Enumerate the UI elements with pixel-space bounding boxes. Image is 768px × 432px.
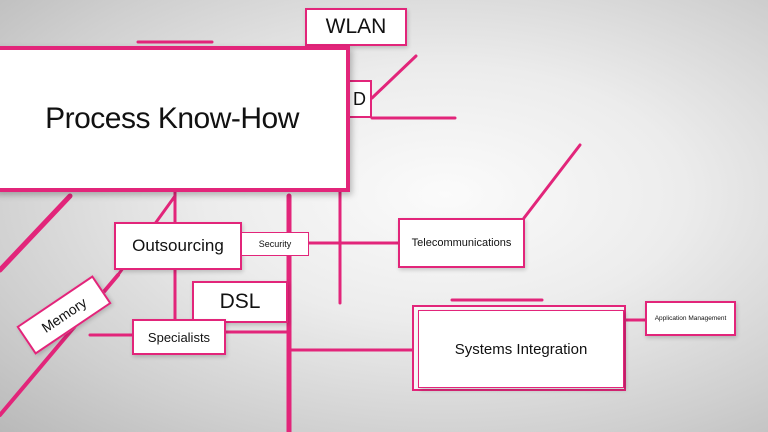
- telecom-diagonal-line: [522, 143, 582, 220]
- node-process-know-how: Process Know-How: [0, 46, 350, 192]
- node-application-management: Application Management: [645, 301, 736, 336]
- node-dsl: DSL: [192, 281, 288, 323]
- node-systems-integration: Systems Integration: [418, 310, 624, 388]
- node-partial-d-label: D: [353, 88, 366, 109]
- node-systems-integration-label: Systems Integration: [454, 340, 588, 358]
- node-dsl-label: DSL: [219, 290, 261, 313]
- node-wlan: WLAN: [305, 8, 407, 46]
- node-specialists-label: Specialists: [147, 329, 211, 345]
- node-outsourcing-label: Outsourcing: [132, 236, 224, 255]
- node-process-know-how-label: Process Know-How: [45, 102, 299, 135]
- branch-diagonal-upper: [370, 54, 418, 100]
- node-telecommunications: Telecommunications: [398, 218, 525, 268]
- node-security-label: Security: [258, 239, 292, 249]
- node-specialists: Specialists: [132, 319, 226, 355]
- node-application-management-label: Application Management: [654, 315, 727, 322]
- node-wlan-label: WLAN: [325, 15, 387, 38]
- node-security: Security: [241, 232, 309, 256]
- left-diagonal-lower: [0, 193, 73, 273]
- node-outsourcing: Outsourcing: [114, 222, 242, 270]
- node-telecommunications-label: Telecommunications: [411, 237, 512, 249]
